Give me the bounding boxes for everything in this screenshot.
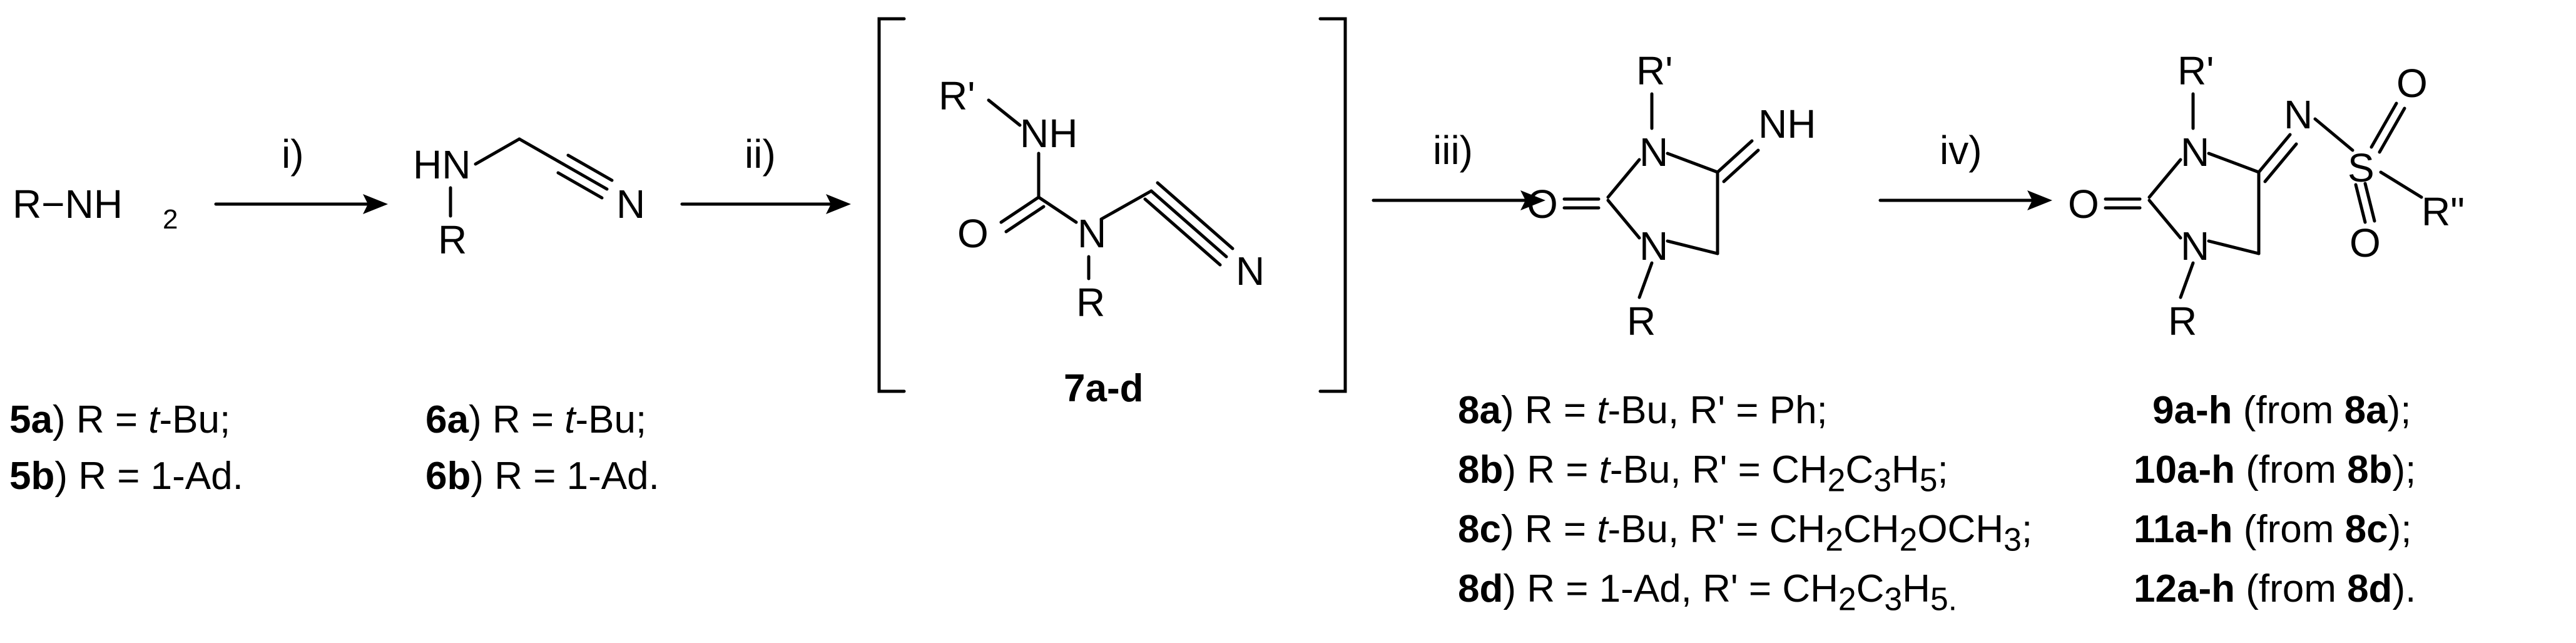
arrow-step-4: iv): [1878, 128, 2052, 210]
carbonyl-o-atom-9: O: [2068, 182, 2099, 227]
intermediate-bracket: [877, 17, 1347, 393]
n1-atom-8: N: [1639, 224, 1668, 269]
arrow-step-3: iii): [1372, 128, 1545, 210]
compound-8-structure: R' N NH N O R: [1527, 48, 1816, 344]
reagent-label-iii: iii): [1433, 128, 1473, 173]
nitrile-n-atom: N: [616, 182, 645, 227]
urea-nh-atom: NH: [1020, 111, 1077, 156]
arrow-step-2: ii): [680, 131, 851, 214]
label-11a-h: 11a-h (from 8c);: [2134, 508, 2412, 551]
r-prime-group: R': [939, 73, 975, 118]
label-5a: 5a) R = t-Bu;: [9, 398, 231, 441]
compound-5-structure: R−NH 2: [13, 182, 178, 235]
label-5b: 5b) R = 1-Ad.: [9, 455, 243, 498]
sulfonyl-o-bottom: O: [2349, 220, 2381, 265]
r-dprime-group: R": [2421, 189, 2465, 234]
label-10a-h: 10a-h (from 8b);: [2134, 448, 2416, 491]
r-group: R: [438, 217, 467, 262]
urea-o-atom: O: [957, 211, 989, 256]
compound-6-structure: HN N R: [413, 137, 645, 262]
reagent-label-iv: iv): [1940, 128, 1982, 173]
label-6a: 6a) R = t-Bu;: [425, 398, 647, 441]
label-8c: 8c) R = t-Bu, R' = CH2CH2OCH3;: [1458, 508, 2033, 558]
carbonyl-o-atom-8: O: [1527, 182, 1558, 227]
n1-atom-9: N: [2181, 224, 2209, 269]
r-prime-group-8: R': [1636, 48, 1672, 93]
arrow-step-1: i): [214, 131, 388, 214]
imine-nh-atom: NH: [1758, 101, 1816, 147]
r-group-8: R: [1627, 299, 1656, 344]
hn-atom: HN: [413, 142, 471, 187]
urea-r-group: R: [1076, 280, 1105, 325]
n3-atom-9: N: [2181, 130, 2209, 175]
label-12a-h: 12a-h (from 8d).: [2134, 567, 2416, 610]
label-6b: 6b) R = 1-Ad.: [425, 455, 659, 498]
r-nh2-text: R−NH: [13, 182, 123, 227]
sulfonyl-n-atom: N: [2284, 92, 2313, 137]
r-group-9: R: [2168, 299, 2197, 344]
label-8a: 8a) R = t-Bu, R' = Ph;: [1458, 389, 1828, 432]
label-8b: 8b) R = t-Bu, R' = CH2C3H5;: [1458, 448, 1948, 498]
reagent-label-i: i): [282, 131, 304, 177]
label-7a-d: 7a-d: [1064, 367, 1144, 410]
label-9a-h: 9a-h (from 8a);: [2152, 389, 2411, 432]
r-prime-group-9: R': [2177, 48, 2214, 93]
reagent-label-ii: ii): [745, 131, 776, 177]
compound-9-structure: R' N N S O O R" N O R: [2068, 48, 2465, 344]
n3-atom-8: N: [1639, 130, 1668, 175]
urea-nitrile-n-atom: N: [1236, 249, 1265, 294]
sulfonyl-o-top: O: [2396, 61, 2428, 106]
label-8d: 8d) R = 1-Ad, R' = CH2C3H5.: [1458, 567, 1958, 617]
nh2-subscript: 2: [163, 204, 178, 235]
compound-7-structure: R' NH O N N R: [939, 73, 1265, 325]
sulfur-atom: S: [2348, 145, 2375, 190]
